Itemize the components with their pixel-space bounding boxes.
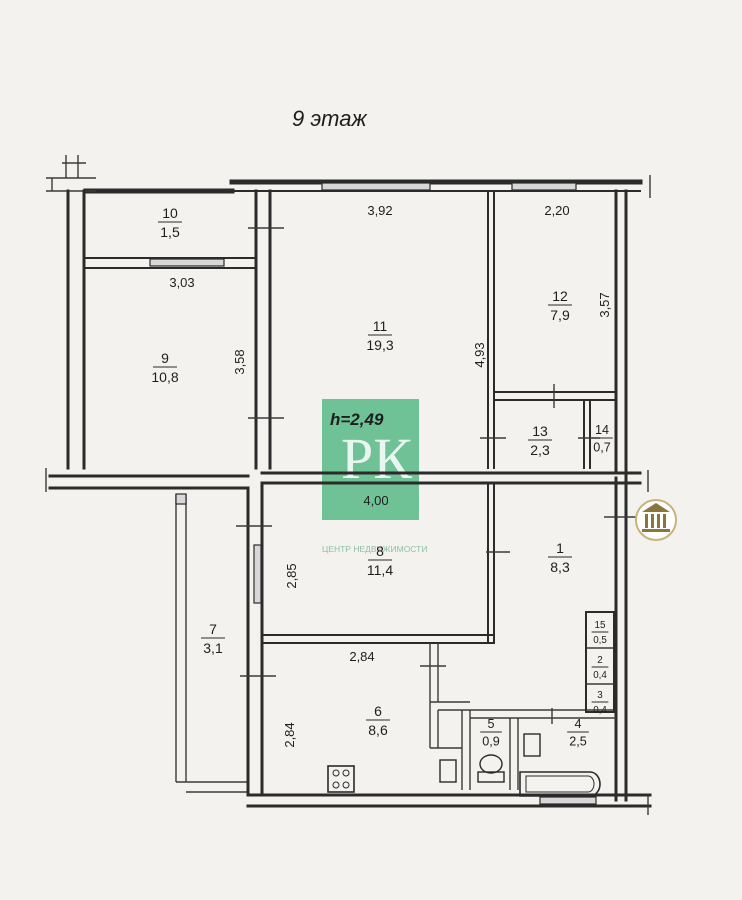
room-area: 0,5 [593,635,607,646]
dimension-label: 3,57 [597,292,612,317]
building-logo-icon [635,499,677,541]
sink-icon [439,733,541,783]
watermark: РК ЦЕНТР НЕДВИЖИМОСТИ [322,399,427,554]
room-label-10: 101,5 [158,205,182,240]
room-number: 6 [374,703,382,719]
room-area: 11,4 [367,562,393,578]
room-labels: 101,5910,81119,3127,9132,3140,7811,418,3… [151,205,613,749]
dimension-label: 2,84 [282,722,297,747]
dimension-label: 4,00 [363,493,388,508]
outer-walls [46,155,652,808]
interior-walls [83,189,617,790]
room-area: 1,5 [160,224,180,240]
room-area: 10,8 [151,369,178,385]
room-area: 0,4 [593,705,607,716]
bathtub-icon [519,771,601,797]
room-area: 8,3 [550,559,570,575]
room-number: 4 [574,717,581,731]
room-label-2: 20,4 [591,655,609,681]
room-number: 7 [209,621,217,637]
room-label-12: 127,9 [548,288,572,323]
room-label-11: 11 19,3 [366,318,393,353]
room-number: 10 [162,205,178,221]
room-area: 3,1 [203,640,223,656]
room-area: 2,5 [569,735,587,749]
room-area: 19,3 [366,337,393,353]
dimension-label: 3,92 [367,203,392,218]
windows [149,182,597,805]
dimension-label: 3,03 [169,275,194,290]
room-label-4: 42,5 [567,717,589,749]
ceiling-height: h=2,49 [330,410,384,429]
floor-title: 9 этаж [292,106,367,131]
door-marks [45,175,651,815]
room-area: 0,4 [593,670,607,681]
room-number: 12 [552,288,568,304]
dimension-label: 2,20 [544,203,569,218]
room-label-9: 910,8 [151,350,178,385]
room-label-8: 811,4 [367,543,393,578]
room-label-15: 150,5 [591,620,609,646]
room-number: 5 [487,717,494,731]
dimension-labels: 3,92 2,20 3,03 3,58 4,93 3,57 4,00 2,85 2,84 2,84 [169,203,612,748]
room-number: 11 [373,318,388,334]
room-label-13: 132,3 [528,423,552,458]
watermark-caption: ЦЕНТР НЕДВИЖИМОСТИ [322,544,427,554]
room-number: 15 [595,620,606,631]
watermark-letters: РК [341,426,412,491]
room-area: 0,7 [593,441,611,455]
room-area: 0,9 [482,735,500,749]
room-area: 7,9 [550,307,570,323]
dimension-label: 2,84 [349,649,374,664]
room-label-3: 30,4 [591,690,609,716]
dimension-label: 2,85 [284,563,299,588]
toilet-icon [477,754,505,783]
room-label-14: 140,7 [591,423,613,455]
room-number: 3 [597,690,603,701]
dimension-label: 3,58 [232,349,247,374]
stove-icon [327,765,355,793]
room-area: 2,3 [530,442,550,458]
room-number: 13 [532,423,548,439]
room-number: 1 [556,540,564,556]
room-label-7: 73,1 [201,621,225,656]
room-label-5: 50,9 [480,717,502,749]
room-number: 8 [376,543,384,559]
room-number: 14 [595,423,609,437]
room-area: 8,6 [368,722,388,738]
room-number: 9 [161,350,169,366]
dimension-label: 4,93 [472,342,487,367]
room-label-1: 18,3 [548,540,572,575]
room-number: 2 [597,655,602,666]
room-label-6: 68,6 [366,703,390,738]
